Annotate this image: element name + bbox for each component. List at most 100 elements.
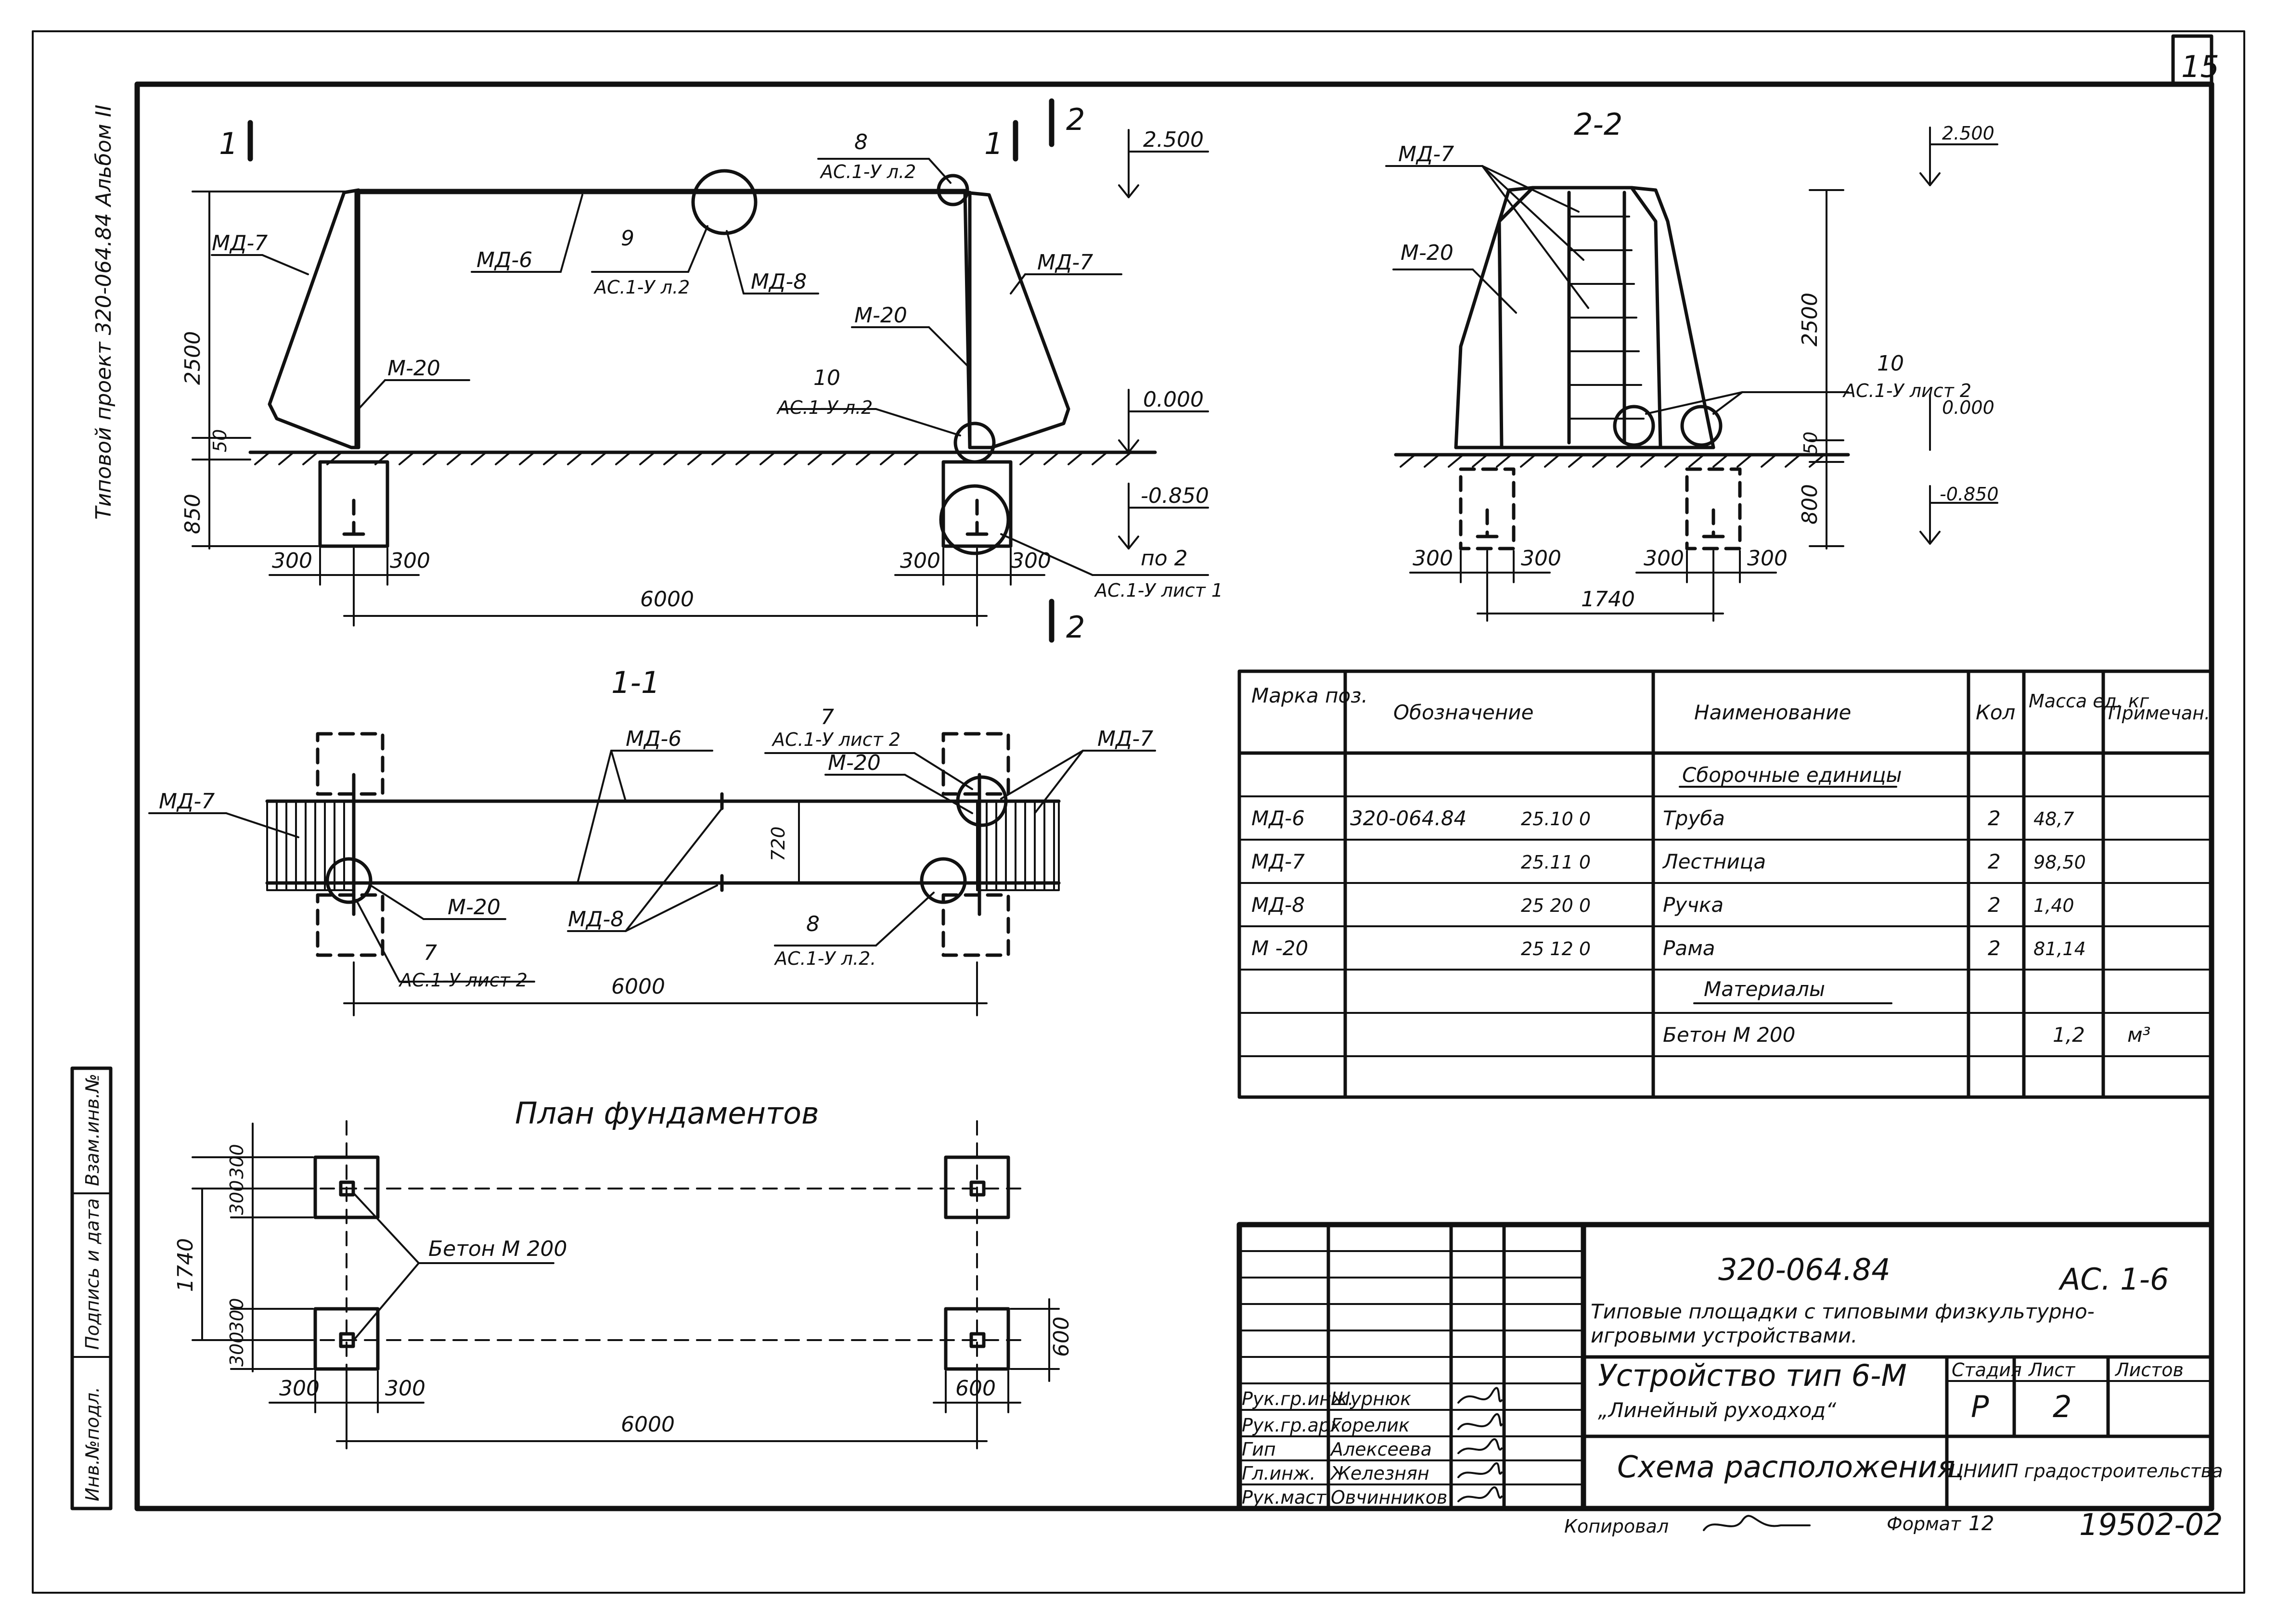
signature-3 <box>1457 1438 1503 1454</box>
th-qty: Кол <box>1976 701 2015 724</box>
svg-text:300: 300 <box>272 549 312 573</box>
svg-text:300: 300 <box>226 1298 247 1333</box>
svg-text:25.11 0: 25.11 0 <box>1521 852 1591 873</box>
format-value: 12 <box>1968 1511 1994 1535</box>
svg-text:Ручка: Ручка <box>1663 893 1724 917</box>
svg-text:320-064.84: 320-064.84 <box>1350 806 1467 830</box>
label-m20-left: М-20 <box>387 356 440 381</box>
svg-text:10: 10 <box>1877 351 1904 376</box>
svg-text:2.500: 2.500 <box>1942 123 1994 144</box>
side-stamp-sign: Подпись и дата <box>82 1198 103 1350</box>
label-m20-22: М-20 <box>1401 241 1454 265</box>
svg-text:Гип: Гип <box>1242 1439 1276 1460</box>
signature-2 <box>1457 1413 1503 1430</box>
svg-text:6000: 6000 <box>611 974 665 999</box>
svg-text:АС.1-У л.2: АС.1-У л.2 <box>776 397 873 418</box>
outer-frame <box>32 30 2245 1594</box>
level-zero: 0.000 <box>1143 387 1204 412</box>
foundation-1-1-br <box>941 893 1010 957</box>
tb-object-1: Устройство тип 6-М <box>1598 1358 1907 1393</box>
svg-text:300: 300 <box>390 549 430 573</box>
tb-doc-code: 320-064.84 <box>1718 1252 1891 1287</box>
label-md8: МД-8 <box>751 269 807 294</box>
svg-text:7: 7 <box>424 941 437 965</box>
svg-text:Шурнюк: Шурнюк <box>1331 1388 1411 1409</box>
svg-text:по 2: по 2 <box>1141 546 1188 571</box>
tb-object-2: „Линейный руходход“ <box>1598 1398 1836 1422</box>
tb-sheet: 2 <box>2053 1389 2071 1424</box>
sheet-number: 15 <box>2181 49 2219 84</box>
inventory-number: 19502-02 <box>2079 1507 2223 1542</box>
ladder-md7-left <box>268 188 360 449</box>
foundation-left <box>318 460 389 548</box>
svg-text:Рама: Рама <box>1663 936 1715 960</box>
tb-sheet-header: Лист <box>2028 1359 2076 1381</box>
svg-text:Горелик: Горелик <box>1331 1415 1410 1436</box>
section-2-2-title: 2-2 <box>1574 107 1622 142</box>
level-top: 2.500 <box>1143 128 1204 152</box>
tb-project-2: игровыми устройствами. <box>1591 1324 1857 1347</box>
svg-text:Железнян: Железнян <box>1330 1463 1429 1484</box>
svg-text:Рук.гр.арх.: Рук.гр.арх. <box>1242 1415 1347 1436</box>
svg-text:МД-7: МД-7 <box>1251 850 1305 873</box>
svg-text:8: 8 <box>806 912 820 936</box>
svg-text:М -20: М -20 <box>1251 936 1308 960</box>
svg-text:25 12 0: 25 12 0 <box>1521 938 1591 959</box>
section-2-2-foundation-left <box>1459 467 1516 550</box>
side-stamp-inv: Инв.№подл. <box>82 1387 103 1501</box>
svg-text:50: 50 <box>209 429 231 452</box>
svg-text:2: 2 <box>1988 850 2001 873</box>
svg-text:300: 300 <box>226 1331 247 1367</box>
label-md8-11: МД-8 <box>568 907 624 932</box>
svg-text:300: 300 <box>1747 546 1788 571</box>
table-row: МД-8 25 20 0 Ручка 2 1,40 <box>1251 893 2074 917</box>
th-mark: Марка поз. <box>1251 684 1368 707</box>
svg-text:МД-8: МД-8 <box>1251 893 1305 917</box>
svg-text:300: 300 <box>226 1144 247 1179</box>
elevation-span-dim: 6000 <box>640 587 694 612</box>
svg-text:300: 300 <box>900 549 940 573</box>
copied-label: Копировал <box>1564 1516 1669 1537</box>
plan-title: План фундаментов <box>515 1096 819 1131</box>
svg-text:8: 8 <box>854 130 868 154</box>
svg-text:7: 7 <box>821 705 834 729</box>
side-project-title: Типовой проект 320-064.84 Альбом II <box>91 104 116 520</box>
svg-text:600: 600 <box>955 1376 996 1401</box>
foundation-plan-br <box>944 1307 1010 1371</box>
svg-text:300: 300 <box>1413 546 1453 571</box>
svg-text:300: 300 <box>385 1376 425 1401</box>
label-md7-left: МД-7 <box>212 231 268 256</box>
table-row: МД-7 25.11 0 Лестница 2 98,50 <box>1251 850 2086 873</box>
foundation-plan-tr <box>944 1155 1010 1219</box>
svg-text:АС.1-У лист 2: АС.1-У лист 2 <box>1842 380 1971 401</box>
svg-text:800: 800 <box>1798 484 1822 524</box>
svg-text:АС.1-У л.2.: АС.1-У л.2. <box>773 948 876 969</box>
section-2-2: 2-2 МД-7 М-20 10 АС <box>1385 107 1999 622</box>
table-row: Бетон М 200 1,2 м³ <box>1663 1023 2151 1047</box>
svg-text:0.000: 0.000 <box>1942 397 1994 418</box>
svg-text:1740: 1740 <box>173 1238 198 1292</box>
ladder-hatch-left <box>266 800 355 891</box>
svg-text:1,2: 1,2 <box>2053 1023 2085 1047</box>
svg-text:АС.1-У лист 2: АС.1-У лист 2 <box>771 729 901 750</box>
label-beton: Бетон М 200 <box>428 1237 567 1261</box>
level-bottom: -0.850 <box>1141 484 1209 508</box>
th-note: Примечан. <box>2108 703 2210 724</box>
side-stamp-vzam: Взам.инв.№ <box>82 1074 103 1186</box>
title-block: 320-064.84 АС. 1-6 Типовые площадки с ти… <box>1236 1222 2223 1511</box>
svg-text:1: 1 <box>219 126 238 161</box>
table-row: М -20 25 12 0 Рама 2 81,14 <box>1251 936 2086 960</box>
label-md6-11: МД-6 <box>626 727 682 751</box>
svg-text:-0.850: -0.850 <box>1940 484 1999 505</box>
svg-text:48,7: 48,7 <box>2033 808 2074 830</box>
ladder-md7-right <box>963 191 1070 449</box>
signature-1 <box>1457 1387 1503 1404</box>
svg-text:300: 300 <box>226 1180 247 1215</box>
svg-text:50: 50 <box>1800 432 1821 455</box>
svg-text:720: 720 <box>768 826 789 861</box>
svg-text:300: 300 <box>279 1376 320 1401</box>
foundation-plan-tl <box>313 1155 380 1219</box>
svg-text:25 20 0: 25 20 0 <box>1521 895 1591 916</box>
signature-4 <box>1457 1462 1503 1478</box>
